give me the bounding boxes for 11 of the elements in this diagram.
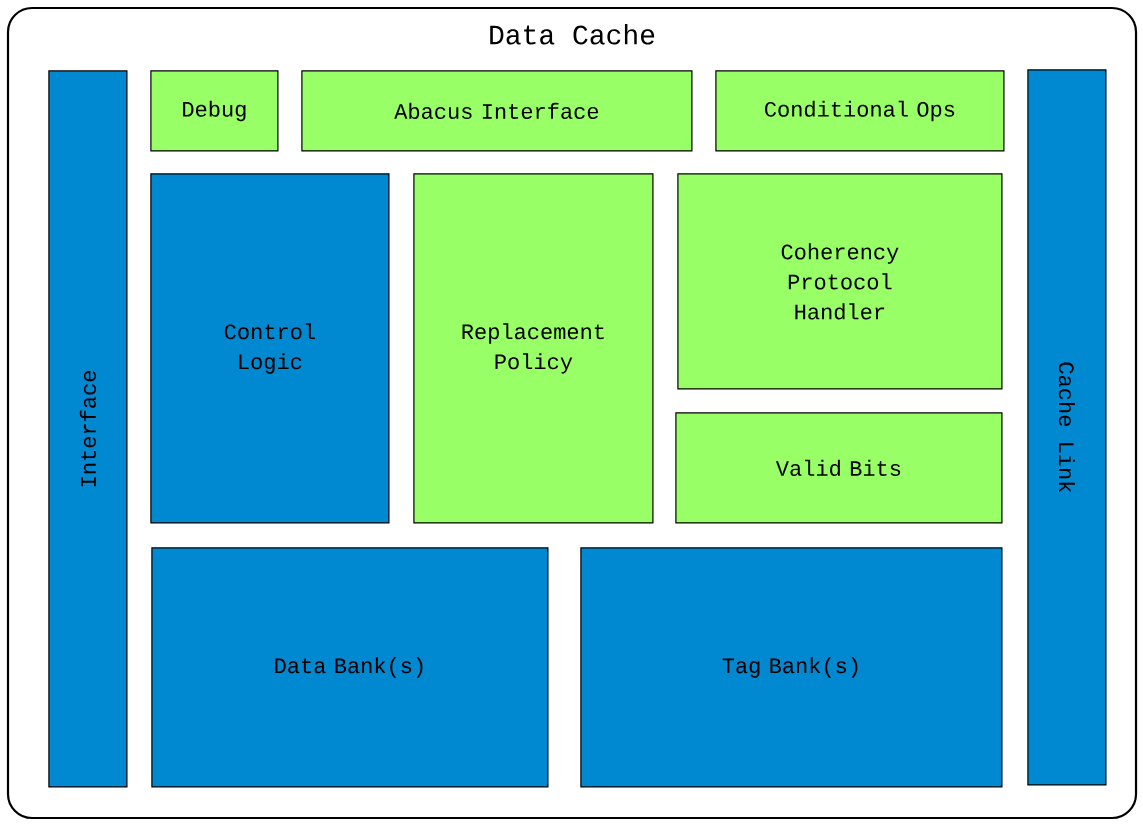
interface-bar: Interface — [48, 70, 128, 788]
memory-bank-box: Tag Bank(s) — [580, 547, 1003, 788]
module-box: Valid Bits — [675, 412, 1003, 524]
link-bar: Cache Link — [1027, 69, 1107, 786]
memory-bank-box: Data Bank(s) — [151, 547, 549, 788]
module-box: Conditional Ops — [715, 70, 1005, 152]
module-box: Coherency Protocol Handler — [677, 173, 1003, 390]
module-box: Abacus Interface — [301, 70, 693, 152]
module-box: Replacement Policy — [413, 173, 654, 524]
module-box: Debug — [150, 70, 279, 152]
module-box: Control Logic — [150, 173, 390, 524]
